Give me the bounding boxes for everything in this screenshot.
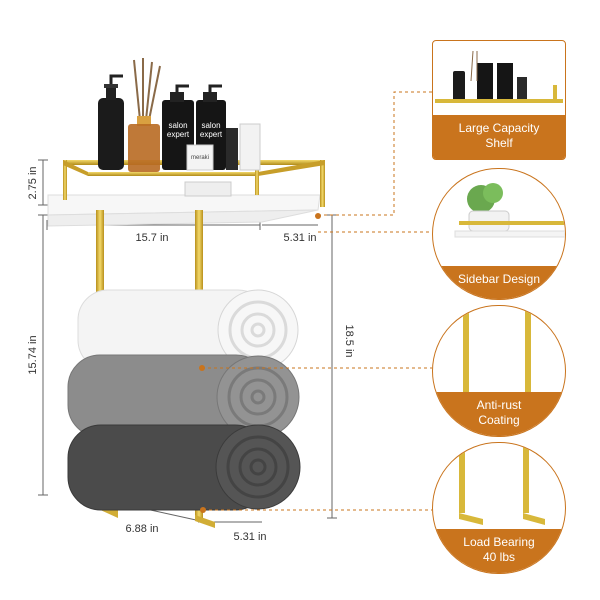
shelf-thumbnail bbox=[435, 50, 563, 103]
rolled-towels bbox=[67, 289, 301, 511]
right-height-label: 18.5 in bbox=[343, 324, 355, 357]
feature-card-sidebar: Sidebar Design bbox=[432, 168, 566, 300]
tube bbox=[239, 123, 261, 171]
jar-label: meraki bbox=[191, 155, 209, 161]
dimension-labels: 2.75 in 15.7 in 5.31 in 15.74 in 18.5 in… bbox=[27, 166, 355, 543]
callout-dots bbox=[199, 213, 321, 513]
left-height-label: 15.74 in bbox=[27, 335, 39, 374]
bottle-label: expert bbox=[200, 130, 223, 139]
bracket-thumbnail bbox=[459, 443, 545, 525]
bottom-width-label: 6.88 in bbox=[125, 523, 158, 535]
callout-lines bbox=[202, 91, 432, 511]
sidebar-thumbnail bbox=[454, 183, 565, 238]
feature-label: Sidebar Design bbox=[433, 266, 565, 299]
shelf-height-label: 2.75 in bbox=[27, 166, 39, 199]
bottle-label: salon bbox=[201, 121, 220, 130]
jar bbox=[186, 144, 214, 171]
shelf-products: salon expert salon expert meraki bbox=[98, 58, 261, 197]
feature-card-load: Load Bearing 40 lbs bbox=[432, 442, 566, 574]
feature-card-antirust: Anti-rust Coating bbox=[432, 305, 566, 437]
towel-dark bbox=[67, 424, 301, 511]
feature-label: Anti-rust Coating bbox=[433, 392, 565, 436]
soap-dispenser bbox=[98, 74, 124, 170]
shelf-width-label: 15.7 in bbox=[135, 232, 168, 244]
feature-label: Load Bearing 40 lbs bbox=[433, 529, 565, 573]
bottle-label: expert bbox=[167, 130, 190, 139]
shelf-depth-label: 5.31 in bbox=[283, 232, 316, 244]
soap-bar bbox=[184, 181, 232, 197]
bottle-label: salon bbox=[168, 121, 187, 130]
small-bottle bbox=[226, 128, 238, 170]
reed-diffuser bbox=[128, 58, 161, 172]
feature-card-capacity: Large Capacity Shelf bbox=[432, 40, 566, 160]
towel-grey bbox=[67, 354, 300, 439]
feature-label: Large Capacity Shelf bbox=[433, 115, 565, 159]
pump-bottle-1: salon expert bbox=[162, 84, 194, 170]
bottom-depth-label: 5.31 in bbox=[233, 531, 266, 543]
towel-white bbox=[77, 289, 299, 371]
rod-thumbnail bbox=[463, 306, 531, 396]
